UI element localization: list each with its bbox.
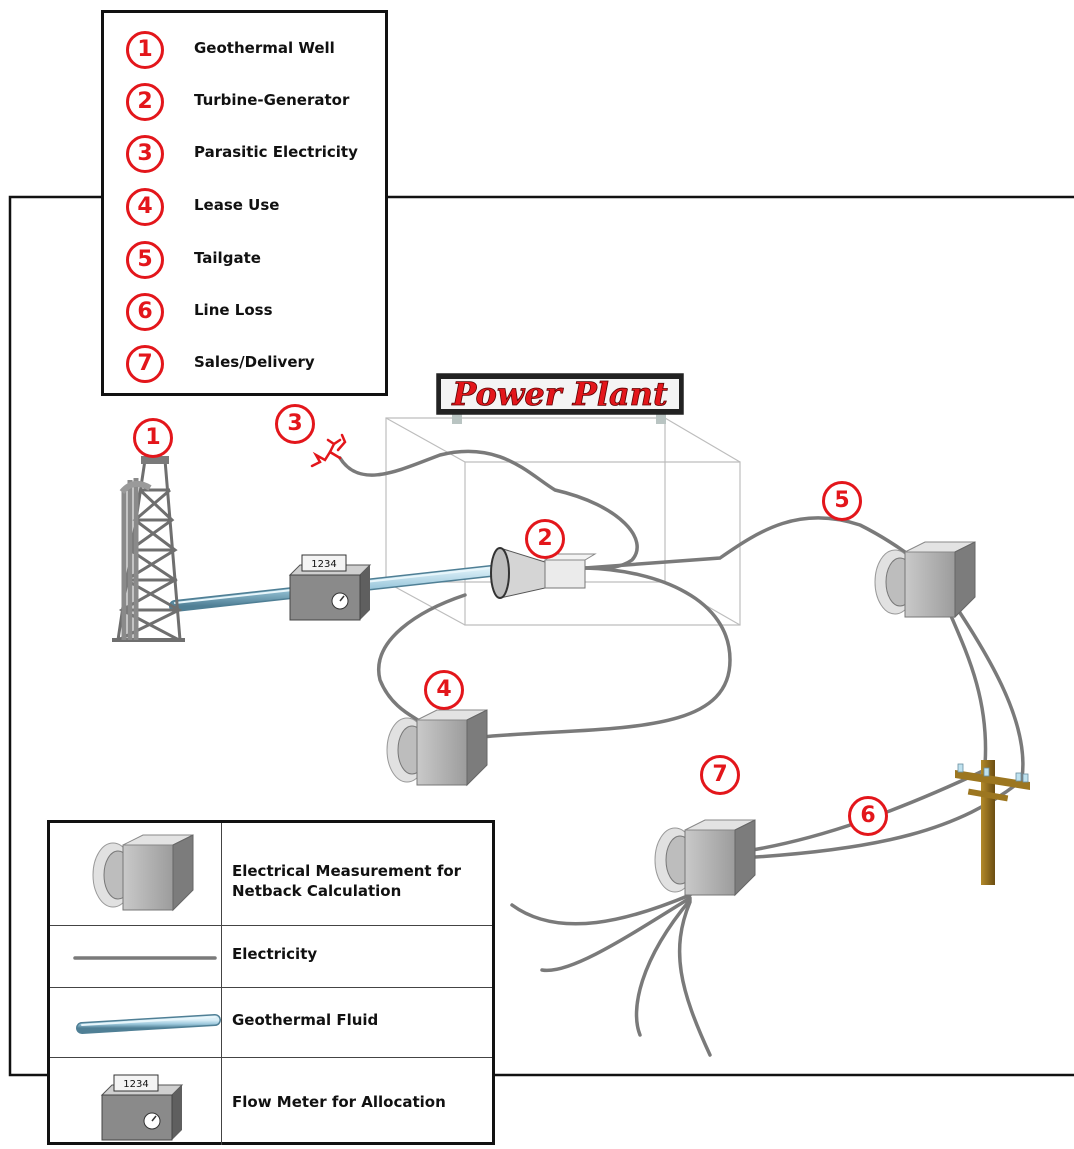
- electrical-meter-icon: [50, 823, 222, 925]
- key-label: Parasitic Electricity: [194, 143, 358, 161]
- wire-delivery-a: [510, 893, 692, 926]
- wire-lease-use-back: [376, 593, 467, 722]
- electrical-meter-5: [874, 541, 976, 619]
- legend-row-electrical-measurement: Electrical Measurement for Netback Calcu…: [50, 823, 492, 926]
- symbol-legend: Electrical Measurement for Netback Calcu…: [47, 820, 495, 1145]
- marker-4: 4: [424, 670, 464, 710]
- flow-meter-icon: 1234: [50, 1058, 222, 1145]
- wire-lease-use: [468, 566, 732, 740]
- key-row-line-loss: 6 Line Loss: [104, 293, 385, 337]
- parasitic-spark: [310, 433, 347, 468]
- legend-label: Electrical Measurement for Netback Calcu…: [232, 862, 462, 900]
- marker-6: 6: [848, 796, 888, 836]
- key-row-parasitic-electricity: 3 Parasitic Electricity: [104, 135, 385, 179]
- key-number: 1: [126, 31, 164, 69]
- key-row-tailgate: 5 Tailgate: [104, 241, 385, 285]
- marker-2: 2: [525, 519, 565, 559]
- electrical-meter-7: [654, 819, 756, 897]
- key-number: 2: [126, 83, 164, 121]
- electricity-line-icon: [50, 926, 222, 987]
- marker-7: 7: [700, 755, 740, 795]
- legend-label: Flow Meter for Allocation: [232, 1093, 446, 1111]
- key-number: 5: [126, 241, 164, 279]
- number-key: 1 Geothermal Well 2 Turbine-Generator 3 …: [101, 10, 388, 396]
- key-number: 6: [126, 293, 164, 331]
- turbine-generator: [490, 547, 597, 599]
- key-label: Sales/Delivery: [194, 353, 315, 371]
- flow-meter-reading: 1234: [311, 559, 336, 570]
- marker-1: 1: [133, 418, 173, 458]
- wire-parasitic: [338, 449, 639, 570]
- power-plant-sign: Power Plant: [436, 373, 684, 424]
- key-row-lease-use: 4 Lease Use: [104, 188, 385, 232]
- electrical-meter-4: [386, 709, 488, 787]
- wire-delivery-b: [540, 896, 692, 973]
- key-label: Tailgate: [194, 249, 261, 267]
- marker-3: 3: [275, 404, 315, 444]
- key-row-geothermal-well: 1 Geothermal Well: [104, 31, 385, 75]
- flow-meter-icon-reading: 1234: [123, 1079, 148, 1090]
- utility-pole: [955, 760, 1030, 885]
- key-row-turbine-generator: 2 Turbine-Generator: [104, 83, 385, 127]
- key-row-sales-delivery: 7 Sales/Delivery: [104, 345, 385, 389]
- legend-row-geothermal-fluid: Geothermal Fluid: [50, 988, 492, 1058]
- legend-row-flow-meter: 1234 Flow Meter for Allocation: [50, 1058, 492, 1145]
- key-label: Lease Use: [194, 196, 280, 214]
- wire-delivery-c: [634, 898, 692, 1037]
- key-label: Geothermal Well: [194, 39, 335, 57]
- legend-label: Geothermal Fluid: [232, 1011, 379, 1029]
- power-plant-sign-text: Power Plant: [451, 375, 668, 413]
- property-boundary: [8, 195, 1074, 1077]
- legend-label: Electricity: [232, 945, 318, 963]
- flow-meter-device: 1234: [288, 554, 372, 621]
- geothermal-pipe-icon: [50, 988, 222, 1057]
- key-number: 4: [126, 188, 164, 226]
- marker-5: 5: [822, 481, 862, 521]
- key-label: Line Loss: [194, 301, 273, 319]
- key-label: Turbine-Generator: [194, 91, 350, 109]
- wire-delivery-d: [677, 900, 712, 1057]
- legend-row-electricity: Electricity: [50, 926, 492, 988]
- key-number: 3: [126, 135, 164, 173]
- geothermal-well-derrick: [112, 456, 185, 642]
- key-number: 7: [126, 345, 164, 383]
